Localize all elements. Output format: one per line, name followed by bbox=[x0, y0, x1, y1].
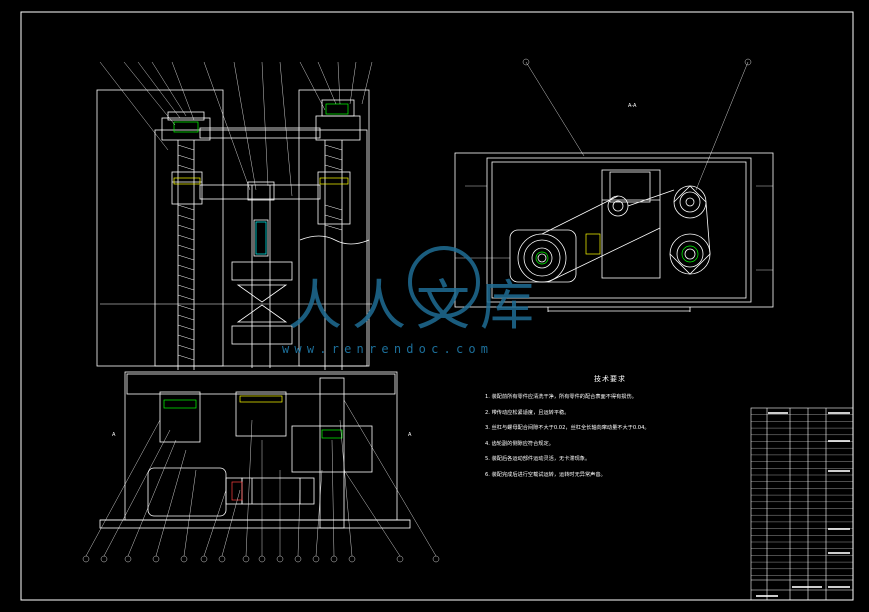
requirement-line: 3. 丝杠与螺母配合间隙不大于0.02，丝杠全长轴向窜动量不大于0.04。 bbox=[485, 425, 650, 432]
top-leaders bbox=[99, 61, 373, 197]
right-top-bearing-cap bbox=[321, 99, 355, 117]
parts-cell-text bbox=[828, 440, 850, 442]
drive-pulley-hub bbox=[531, 247, 553, 269]
lower-driven-pulley bbox=[669, 233, 711, 275]
flange-highlight bbox=[231, 481, 243, 501]
bearing-highlight bbox=[325, 103, 349, 115]
base-foot bbox=[99, 519, 411, 529]
parts-cell-text bbox=[792, 586, 822, 588]
lower-cone bbox=[236, 304, 288, 323]
technical-requirements-title: 技术要求 bbox=[594, 375, 626, 383]
watermark-brand: 人人文库 bbox=[288, 274, 544, 337]
belt-upper-span bbox=[627, 189, 675, 207]
requirement-line: 4. 齿轮副的侧隙应符合规定。 bbox=[485, 440, 554, 447]
upper-grinding-head bbox=[231, 261, 293, 281]
gearbox-cover bbox=[609, 171, 651, 203]
spindle-coupling bbox=[253, 219, 269, 257]
section-gearbox bbox=[601, 169, 661, 279]
left-top-bearing-block bbox=[161, 117, 211, 141]
pulley-highlight bbox=[321, 429, 343, 439]
parts-list-rows bbox=[751, 414, 853, 576]
requirement-line: 6. 装配完成后进行空载试运转，运转时无异常声音。 bbox=[485, 471, 606, 478]
parts-cell-text bbox=[828, 470, 850, 472]
parts-cell-text bbox=[828, 552, 850, 554]
parts-cell-text bbox=[768, 412, 788, 414]
parts-cell-text bbox=[828, 528, 850, 530]
parts-list-frame bbox=[750, 407, 854, 601]
right-drive-shaft bbox=[319, 377, 345, 529]
coupling-highlight bbox=[585, 233, 601, 255]
watermark-logo: 人人文库 bbox=[288, 246, 544, 337]
bearing-highlight bbox=[173, 121, 199, 133]
bottom-leaders bbox=[85, 399, 437, 557]
nut-highlight bbox=[173, 177, 201, 185]
drive-pulley-inner bbox=[523, 239, 561, 277]
bottom-balloons bbox=[82, 555, 440, 563]
section-box-inner bbox=[491, 161, 747, 299]
right-pulley-housing bbox=[291, 425, 373, 473]
section-box bbox=[486, 157, 752, 303]
front-view-highlights bbox=[163, 103, 349, 501]
left-nut-block bbox=[171, 171, 203, 205]
column-body bbox=[154, 129, 368, 367]
upper-driven-pulley-hub bbox=[685, 197, 695, 207]
section-view bbox=[454, 152, 774, 312]
left-column-bearing bbox=[159, 391, 201, 443]
top-crossbeam bbox=[199, 127, 321, 139]
belt bbox=[541, 185, 711, 283]
gearbox-highlight bbox=[239, 395, 283, 403]
section-label: A-A bbox=[628, 103, 637, 109]
sheet-border bbox=[20, 11, 854, 601]
base-top-plate bbox=[126, 373, 396, 395]
section-mark-left: A bbox=[112, 432, 116, 438]
pulley-highlight bbox=[681, 245, 699, 263]
section-highlights bbox=[535, 233, 699, 265]
parts-cell-text bbox=[756, 595, 778, 597]
title-block bbox=[750, 407, 854, 601]
middle-crossbeam bbox=[199, 184, 321, 200]
center-gearbox bbox=[235, 391, 287, 437]
base-bearing-highlight bbox=[163, 399, 197, 409]
parts-cell-text bbox=[828, 586, 850, 588]
section-outer-frame bbox=[454, 152, 774, 308]
motor bbox=[147, 467, 227, 517]
left-top-bearing-cap bbox=[167, 111, 205, 121]
right-frame-plate bbox=[298, 89, 370, 367]
drive-pulley-bore bbox=[537, 253, 547, 263]
lower-driven-pulley-inner bbox=[676, 240, 704, 268]
reducer bbox=[241, 477, 315, 505]
requirement-line: 1. 装配前所有零件应清洗干净，所有零件的配合表面不得有损伤。 bbox=[485, 394, 637, 400]
right-top-bearing-block bbox=[315, 115, 361, 141]
parts-list-fills bbox=[756, 412, 850, 597]
right-screw-thread bbox=[324, 144, 343, 231]
spindle-head bbox=[247, 181, 275, 201]
nut-highlight bbox=[319, 177, 349, 185]
upper-driven-pulley-inner bbox=[679, 191, 701, 213]
coupling-highlight bbox=[255, 221, 267, 255]
motor-outline bbox=[509, 229, 577, 283]
parts-cell-text bbox=[828, 412, 850, 414]
left-frame-plate bbox=[96, 89, 224, 367]
requirement-line: 2. 带传动应松紧适度，且运转平稳。 bbox=[485, 409, 570, 416]
front-view bbox=[96, 89, 411, 529]
upper-driven-pulley bbox=[673, 185, 707, 219]
watermark-ring bbox=[408, 246, 480, 318]
gearbox-pulley-hub bbox=[612, 200, 624, 212]
pulley-highlight bbox=[535, 251, 549, 265]
lower-grinding-head bbox=[231, 325, 293, 345]
technical-requirements: 技术要求 1. 装配前所有零件应清洗干净，所有零件的配合表面不得有损伤。 2. … bbox=[485, 374, 735, 488]
requirement-line: 5. 装配后各运动部件运动灵活，无卡滞现象。 bbox=[485, 456, 591, 463]
lower-driven-pulley-hub bbox=[684, 248, 696, 260]
break-line bbox=[299, 235, 370, 245]
gearbox-pulley bbox=[607, 195, 629, 217]
upper-cone bbox=[236, 284, 288, 303]
left-screw-thread bbox=[177, 144, 195, 361]
section-mark-right: A bbox=[408, 432, 412, 438]
watermark-url: www.renrendoc.com bbox=[282, 342, 494, 356]
section-leaders bbox=[522, 58, 752, 191]
right-nut-block bbox=[317, 171, 351, 225]
